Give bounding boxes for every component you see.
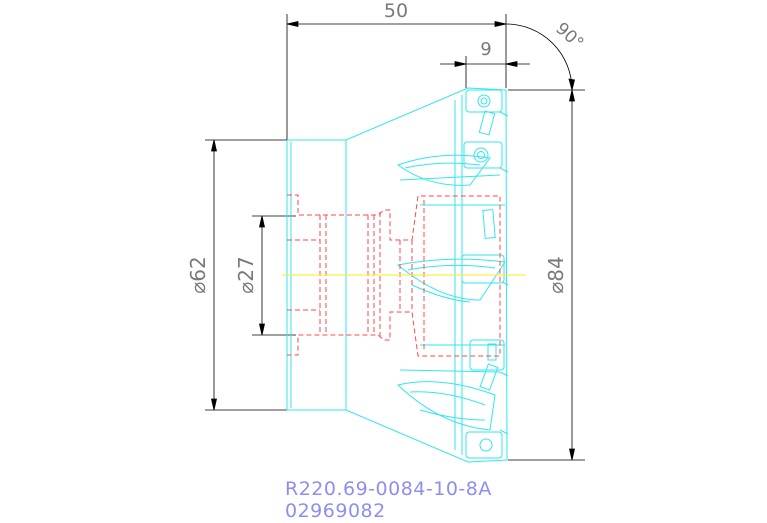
insert-5	[465, 431, 503, 459]
dimension-labels: 50 9 90° ⌀62 ⌀27 ⌀84	[186, 0, 587, 294]
dim-insert-width: 9	[480, 39, 491, 60]
dim-overall-length: 50	[384, 0, 408, 22]
dim-diameter-cutter: ⌀84	[544, 256, 568, 294]
dim-diameter-shank: ⌀62	[186, 256, 210, 294]
insert-2	[463, 141, 503, 169]
dimension-lines	[205, 14, 585, 461]
insert-3	[461, 254, 505, 284]
hidden-lines	[287, 194, 501, 357]
insert-1	[465, 89, 503, 113]
chip-pocket-2	[396, 258, 506, 301]
order-code: 02969082	[285, 500, 386, 522]
chip-pocket-1	[396, 154, 491, 186]
dim-angle: 90°	[551, 19, 587, 54]
insert-4	[469, 339, 505, 371]
chip-pocket-3	[396, 381, 496, 431]
part-number: R220.69-0084-10-8A	[285, 478, 492, 500]
dim-diameter-bore: ⌀27	[234, 256, 258, 294]
